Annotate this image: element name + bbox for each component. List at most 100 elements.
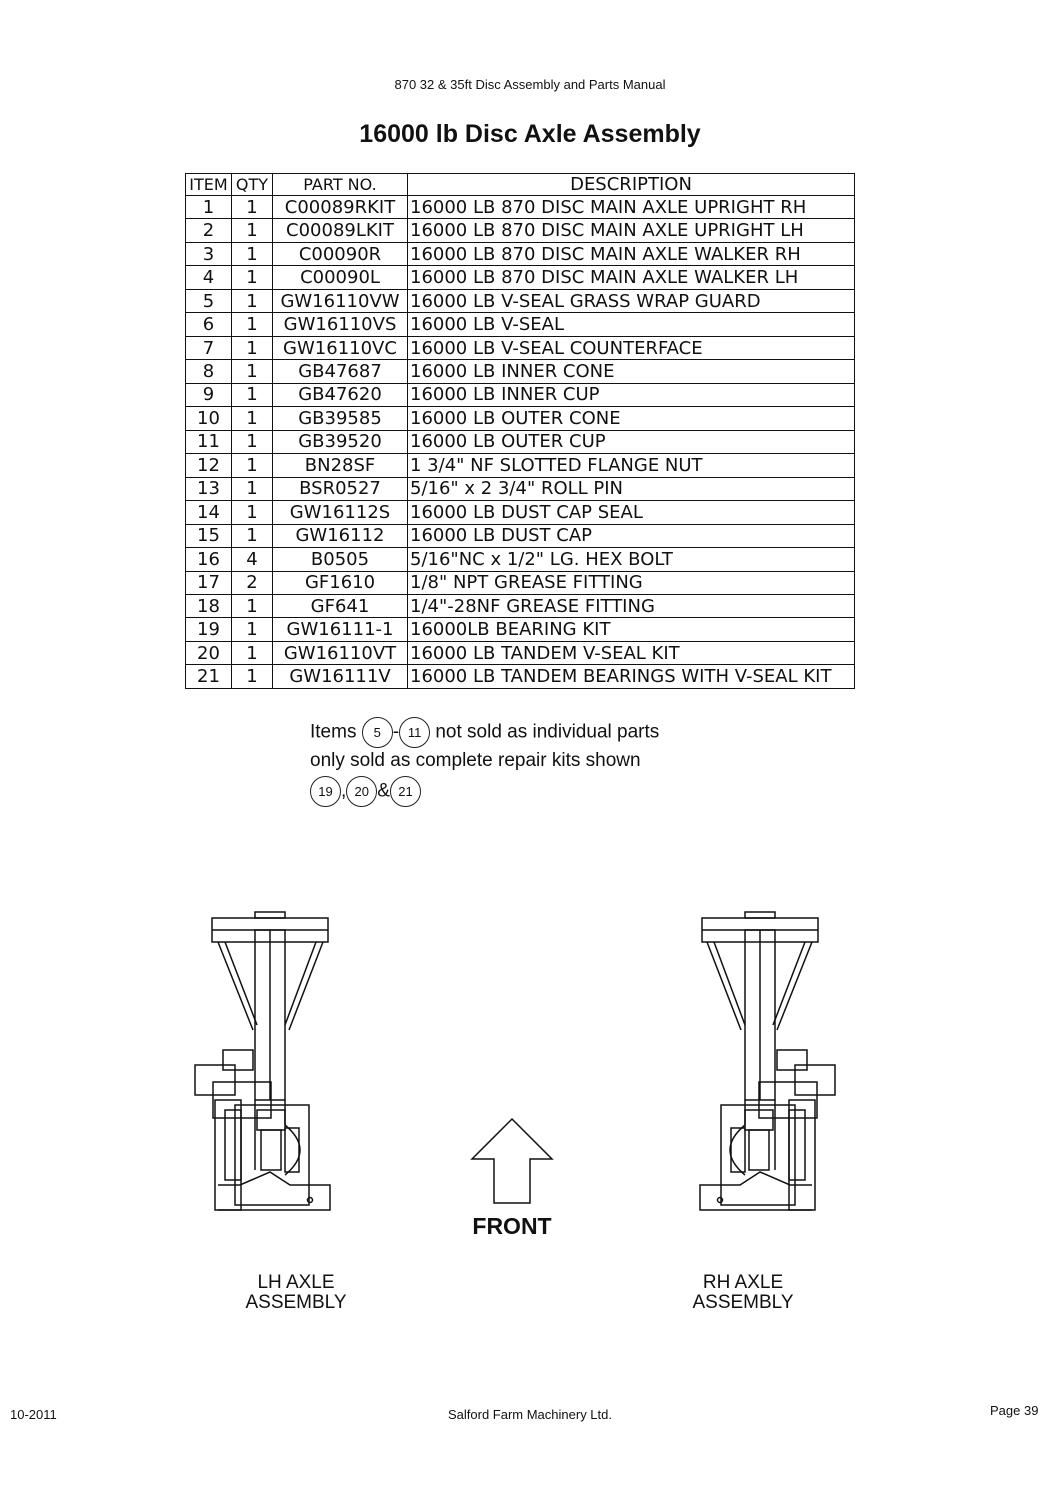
cell-description: 16000 LB INNER CUP <box>407 382 855 408</box>
note-line-2: only sold as complete repair kits shown <box>310 750 641 771</box>
item-balloon-19: 19 <box>310 776 341 807</box>
cell-qty: 1 <box>231 288 273 314</box>
cell-part-no: GB39520 <box>272 429 408 455</box>
cell-qty: 1 <box>231 640 273 666</box>
lh-caption-line1: LH AXLE <box>257 1272 335 1293</box>
col-item: ITEM <box>185 173 232 196</box>
col-qty: QTY <box>231 173 273 196</box>
cell-qty: 1 <box>231 664 273 689</box>
cell-item: 6 <box>185 312 232 337</box>
cell-item: 19 <box>185 617 232 642</box>
cell-description: 5/16" x 2 3/4" ROLL PIN <box>407 476 855 502</box>
cell-part-no: GW16112S <box>272 500 408 525</box>
lh-caption-line2: ASSEMBLY <box>245 1292 347 1313</box>
cell-part-no: GB39585 <box>272 406 408 431</box>
lh-axle-drawing <box>194 911 331 1211</box>
cell-part-no: C00089RKIT <box>272 194 408 220</box>
cell-part-no: GW16112 <box>272 523 408 549</box>
rh-caption-line2: ASSEMBLY <box>692 1292 794 1313</box>
front-label: FRONT <box>472 1213 552 1239</box>
cell-part-no: C00089LKIT <box>272 218 408 243</box>
cell-item: 7 <box>185 335 232 361</box>
cell-description: 16000 LB V-SEAL GRASS WRAP GUARD <box>407 288 855 314</box>
cell-description: 16000 LB TANDEM V-SEAL KIT <box>407 640 855 666</box>
note-line-3: 19,20&21 <box>310 776 421 807</box>
cell-item: 11 <box>185 429 232 455</box>
cell-part-no: GW16110VT <box>272 640 408 666</box>
cell-description: 16000 LB DUST CAP <box>407 523 855 549</box>
cell-qty: 1 <box>231 265 273 290</box>
cell-item: 14 <box>185 500 232 525</box>
cell-description: 5/16"NC x 1/2" LG. HEX BOLT <box>407 547 855 572</box>
cell-part-no: BSR0527 <box>272 476 408 502</box>
col-description: DESCRIPTION <box>407 173 855 196</box>
cell-part-no: GF641 <box>272 593 408 619</box>
cell-qty: 1 <box>231 406 273 431</box>
cell-qty: 1 <box>231 312 273 337</box>
cell-item: 5 <box>185 288 232 314</box>
cell-description: 16000 LB INNER CONE <box>407 359 855 384</box>
cell-item: 21 <box>185 664 232 689</box>
cell-part-no: C00090L <box>272 265 408 290</box>
footer-date: 10-2011 <box>10 1407 57 1422</box>
cell-description: 16000 LB 870 DISC MAIN AXLE WALKER RH <box>407 241 855 267</box>
front-arrow-icon <box>470 1117 554 1204</box>
lh-axle-caption: LH AXLE ASSEMBLY <box>196 1273 396 1313</box>
item-balloon-21: 21 <box>389 776 421 807</box>
note-line-1: Items 5-11 not sold as individual parts <box>310 717 659 748</box>
cell-description: 16000 LB V-SEAL <box>407 312 855 337</box>
cell-item: 18 <box>185 593 232 619</box>
page-title: 16000 lb Disc Axle Assembly <box>359 120 701 148</box>
cell-qty: 1 <box>231 382 273 408</box>
item-balloon-11: 11 <box>399 717 431 748</box>
cell-item: 20 <box>185 640 232 666</box>
cell-description: 16000 LB 870 DISC MAIN AXLE UPRIGHT LH <box>407 218 855 243</box>
cell-part-no: B0505 <box>272 547 408 572</box>
cell-qty: 1 <box>231 476 273 502</box>
note-line1-tail: not sold as individual parts <box>435 721 660 743</box>
cell-part-no: GW16110VC <box>272 335 408 361</box>
cell-qty: 2 <box>231 570 273 595</box>
cell-item: 15 <box>185 523 232 549</box>
cell-description: 16000 LB 870 DISC MAIN AXLE UPRIGHT RH <box>407 194 855 220</box>
cell-item: 8 <box>185 359 232 384</box>
cell-item: 2 <box>185 218 232 243</box>
cell-part-no: GB47687 <box>272 359 408 384</box>
table-header-row: ITEM QTY PART NO. DESCRIPTION <box>185 173 855 196</box>
cell-qty: 1 <box>231 617 273 642</box>
cell-part-no: GB47620 <box>272 382 408 408</box>
cell-item: 10 <box>185 406 232 431</box>
cell-description: 1/4"-28NF GREASE FITTING <box>407 593 855 619</box>
cell-qty: 1 <box>231 359 273 384</box>
cell-qty: 1 <box>231 241 273 267</box>
cell-part-no: GF1610 <box>272 570 408 595</box>
rh-caption-line1: RH AXLE <box>702 1272 784 1293</box>
cell-qty: 1 <box>231 593 273 619</box>
cell-description: 16000 LB DUST CAP SEAL <box>407 500 855 525</box>
cell-description: 1/8" NPT GREASE FITTING <box>407 570 855 595</box>
note-items-word: Items <box>310 721 357 743</box>
cell-item: 1 <box>185 194 232 220</box>
cell-description: 16000 LB TANDEM BEARINGS WITH V-SEAL KIT <box>407 664 855 689</box>
cell-qty: 1 <box>231 218 273 243</box>
cell-qty: 1 <box>231 453 273 478</box>
cell-item: 16 <box>185 547 232 572</box>
cell-description: 16000 LB OUTER CONE <box>407 406 855 431</box>
